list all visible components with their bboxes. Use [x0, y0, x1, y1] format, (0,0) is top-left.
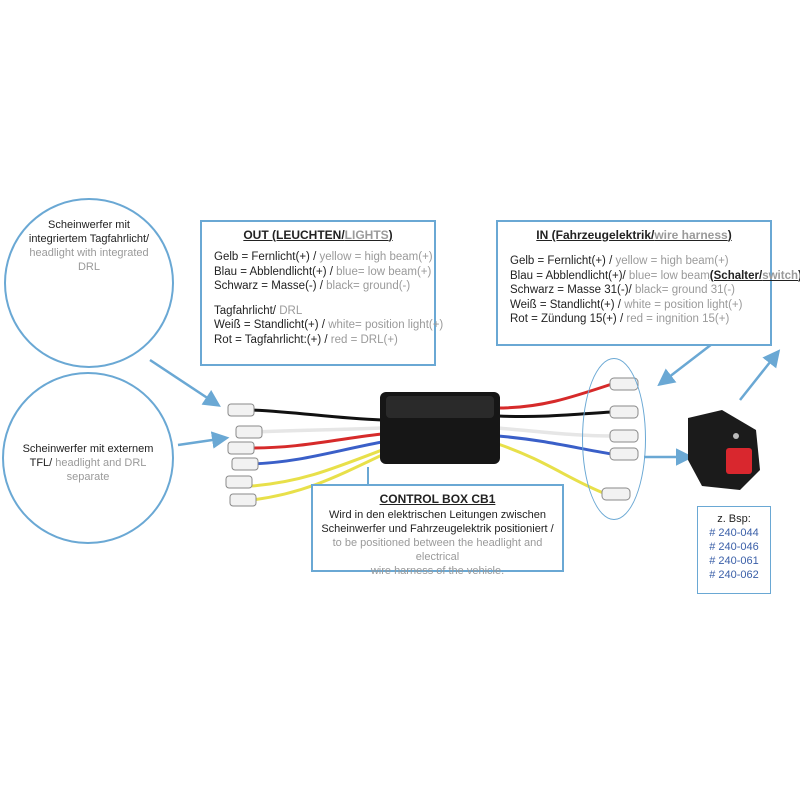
out-line-black: Schwarz = Masse(-) / black= ground(-)	[214, 280, 411, 292]
in-line-red: Rot = Zündung 15(+) / red = ingnition 15…	[510, 313, 730, 325]
headlight-external-circle: Scheinwerfer mit externem TFL/ headlight…	[2, 372, 174, 544]
arrow-top-headlight	[149, 358, 221, 407]
circle-bottom-en-2: headlight and DRL	[55, 457, 147, 469]
handlebar-switch	[688, 410, 760, 490]
in-line-black: Schwarz = Masse 31(-)/ black= ground 31(…	[510, 284, 735, 296]
circle-top-de-1: Scheinwerfer mit	[48, 219, 130, 231]
circle-top-en-2: DRL	[77, 261, 100, 273]
arrow-up-right	[739, 349, 781, 401]
wire-left-black	[251, 408, 383, 422]
circle-bottom-de-2: TFL/	[29, 457, 56, 469]
out-box-title: OUT (LEUCHTEN/LIGHTS)	[243, 228, 393, 242]
arrow-in-box	[657, 343, 713, 387]
control-box-title: CONTROL BOX CB1	[379, 492, 496, 506]
left-connectors	[225, 403, 263, 507]
circle-bottom-en-3: separate	[66, 471, 110, 483]
control-box-device	[380, 392, 500, 464]
control-box-de-2: Scheinwerfer und Fahrzeugelektrik positi…	[321, 523, 554, 535]
in-line-white: Weiß = Standlicht(+) / white = position …	[510, 298, 743, 311]
in-line-yellow: Gelb = Fernlicht(+) / yellow = high beam…	[510, 255, 729, 267]
example-part-numbers-box: z. Bsp: # 240-044 # 240-046 # 240-061 # …	[697, 506, 771, 594]
circle-bottom-de-1: Scheinwerfer mit externem	[22, 443, 154, 455]
connectors-ellipse	[582, 358, 646, 520]
circle-top-de-2: integriertem Tagfahrlicht/	[28, 233, 150, 245]
in-wire-harness-box: IN (Fahrzeugelektrik/wire harness) Gelb …	[496, 220, 800, 346]
out-line-yellow: Gelb = Fernlicht(+) / yellow = high beam…	[214, 251, 433, 263]
wire-left-yellow	[251, 448, 383, 488]
wire-left-blue	[251, 440, 383, 466]
in-switch-label: (Schalter/switch)	[709, 269, 800, 282]
control-box-en-1: to be positioned between the headlight a…	[332, 537, 543, 563]
example-item: # 240-062	[709, 569, 759, 581]
wire-left-white	[251, 426, 383, 434]
control-box-en-2: wire harness of the vehicle.	[370, 565, 505, 577]
in-box-title: IN (Fahrzeugelektrik/wire harness)	[536, 228, 732, 242]
control-box-description: CONTROL BOX CB1 Wird in den elektrischen…	[311, 484, 564, 577]
out-line-blue: Blau = Abblendlicht(+) / blue= low beam(…	[214, 265, 432, 278]
example-title: z. Bsp:	[717, 513, 751, 525]
example-item: # 240-061	[709, 555, 759, 567]
out-line-white: Weiß = Standlicht(+) / white= position l…	[214, 319, 444, 331]
example-item: # 240-046	[709, 541, 759, 553]
headlight-integrated-circle: Scheinwerfer mit integriertem Tagfahrlic…	[4, 198, 174, 368]
out-line-red: Rot = Tagfahrlicht:(+) / red = DRL(+)	[214, 333, 398, 346]
in-line-blue: Blau = Abblendlicht(+)/ blue= low beam(S…	[510, 269, 800, 284]
example-item: # 240-044	[709, 527, 759, 539]
out-lights-box: OUT (LEUCHTEN/LIGHTS) Gelb = Fernlicht(+…	[200, 220, 444, 366]
out-drl-header: Tagfahrlicht/ DRL	[214, 304, 303, 317]
circle-top-en-1: headlight with integrated	[29, 247, 149, 259]
arrow-bottom-headlight	[177, 431, 230, 449]
control-box-de-1: Wird in den elektrischen Leitungen zwisc…	[328, 509, 547, 521]
wire-left-red	[251, 432, 383, 450]
